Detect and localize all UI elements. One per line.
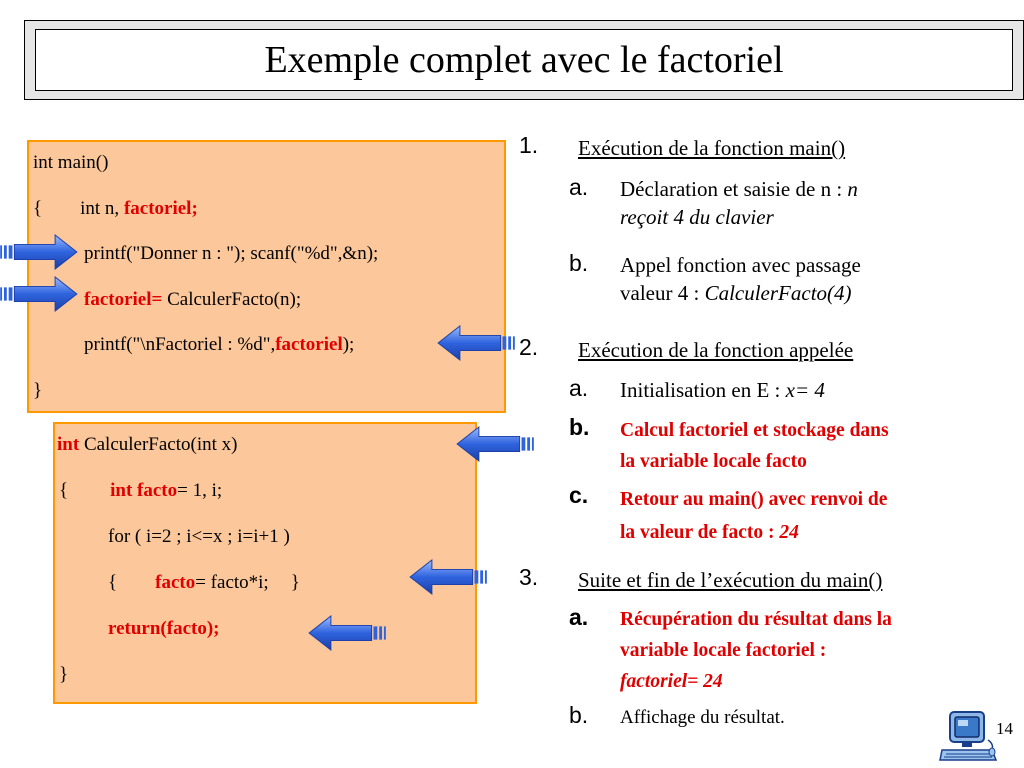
step-2b-marker: b.	[569, 414, 590, 440]
func-code-line-2: {int facto= 1, i;	[59, 480, 223, 501]
page-number: 14	[996, 719, 1013, 738]
title-frame: Exemple complet avec le factoriel	[24, 20, 1024, 100]
main-code-line-1: int main()	[33, 152, 109, 173]
blue-arrow-icon	[0, 234, 78, 270]
blue-arrow-icon	[404, 559, 492, 595]
step-2a-marker: a.	[569, 375, 589, 401]
func-code-line-6: }	[59, 664, 69, 685]
main-code-box: int main() {int n, factoriel; printf("Do…	[27, 140, 506, 413]
step-1b-marker: b.	[569, 250, 589, 276]
blue-arrow-icon	[452, 426, 538, 462]
main-code-line-4: factoriel= CalculerFacto(n);	[84, 289, 302, 310]
main-code-line-2: {int n, factoriel;	[33, 198, 198, 219]
step-2-number: 2.	[519, 334, 539, 360]
step-2a-text: Initialisation en E : x= 4	[620, 378, 825, 402]
step-1a-marker: a.	[569, 174, 589, 200]
title-box: Exemple complet avec le factoriel	[35, 29, 1013, 91]
step-3a-marker: a.	[569, 604, 589, 630]
step-3b-marker: b.	[569, 702, 589, 728]
step-3b-text: Affichage du résultat.	[620, 707, 785, 728]
computer-icon	[939, 711, 998, 761]
blue-arrow-icon	[436, 325, 516, 361]
function-code-box: int CalculerFacto(int x) {int facto= 1, …	[53, 422, 477, 704]
step-3-number: 3.	[519, 564, 539, 590]
func-code-line-3: for ( i=2 ; i<=x ; i=i+1 )	[108, 526, 290, 547]
step-2c-marker: c.	[569, 482, 589, 508]
blue-arrow-icon	[302, 615, 392, 651]
func-code-line-1: int CalculerFacto(int x)	[57, 434, 238, 455]
main-code-line-5: printf("\nFactoriel : %d",factoriel);	[84, 334, 355, 355]
main-code-line-6: }	[33, 380, 43, 401]
step-1-heading: Exécution de la fonction main()	[578, 136, 846, 160]
blue-arrow-icon	[0, 276, 78, 312]
slide-title: Exemple complet avec le factoriel	[264, 39, 784, 81]
main-code-line-3: printf("Donner n : "); scanf("%d",&n);	[84, 243, 379, 264]
step-3-heading: Suite et fin de l’exécution du main()	[578, 568, 883, 592]
step-1-number: 1.	[519, 132, 539, 158]
func-code-line-5: return(facto);	[108, 618, 220, 639]
func-code-line-4: {facto= facto*i;}	[108, 572, 300, 593]
step-2-heading: Exécution de la fonction appelée	[578, 338, 854, 362]
